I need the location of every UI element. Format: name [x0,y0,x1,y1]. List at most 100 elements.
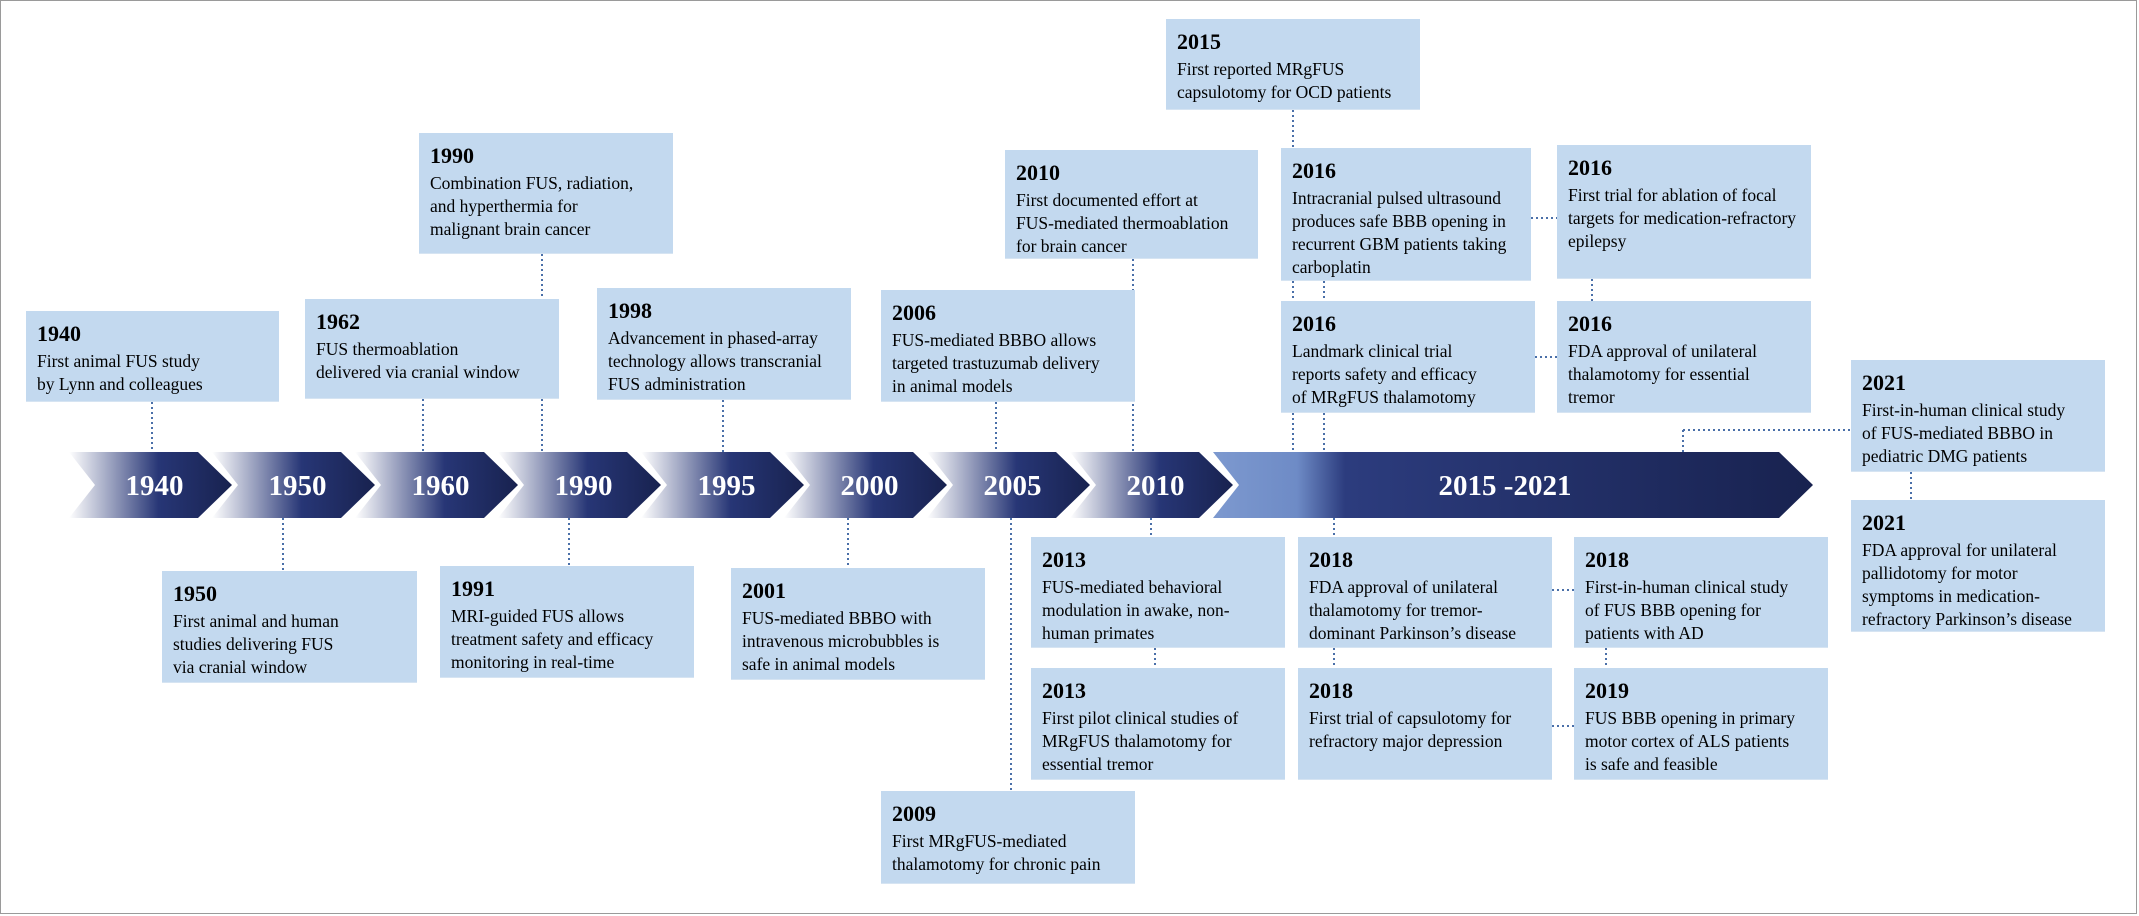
event-text-line: First trial for ablation of focal [1568,185,1777,205]
event-text-line: symptoms in medication- [1862,586,2040,606]
event-text-line: thalamotomy for tremor- [1309,600,1483,620]
event-text-line: First animal FUS study [37,351,200,371]
connector-lines [151,110,1912,791]
event-text-line: FUS-mediated thermoablation [1016,213,1229,233]
event-text-line: refractory Parkinson’s disease [1862,609,2072,629]
event-year: 2001 [742,578,786,603]
event-text-line: FDA approval of unilateral [1568,341,1758,361]
segment-label: 1960 [412,470,470,502]
timeline-segment-3 [355,452,518,518]
event-text-line: produces safe BBB opening in [1292,211,1506,231]
timeline-segment-1 [69,452,232,518]
event-text-line: treatment safety and efficacy [451,629,654,649]
event-year: 2015 [1177,29,1221,54]
event-text-line: via cranial window [173,657,308,677]
segment-label: 1940 [126,470,184,502]
event-year: 2018 [1309,547,1353,572]
event-text-line: thalamotomy for chronic pain [892,854,1101,874]
event-text-line: FUS-mediated BBBO with [742,608,932,628]
event-text-line: First trial of capsulotomy for [1309,708,1512,728]
event-year: 2013 [1042,547,1086,572]
event-year: 2006 [892,300,936,325]
event-year: 2016 [1292,311,1336,336]
event-text-line: technology allows transcranial [608,351,822,371]
event-year: 2021 [1862,370,1906,395]
event-text-line: capsulotomy for OCD patients [1177,82,1392,102]
event-text-line: FUS administration [608,374,746,394]
timeline-segment-6 [784,452,947,518]
event-text-line: thalamotomy for essential [1568,364,1750,384]
event-text-line: recurrent GBM patients taking [1292,234,1507,254]
event-text-line: Landmark clinical trial [1292,341,1453,361]
event-text-line: and hyperthermia for [430,196,578,216]
event-year: 1940 [37,321,81,346]
event-text-line: refractory major depression [1309,731,1503,751]
event-year: 1998 [608,298,652,323]
event-text-line: of FUS BBB opening for [1585,600,1761,620]
timeline-segment-2 [212,452,375,518]
event-text-line: intravenous microbubbles is [742,631,940,651]
event-text-line: malignant brain cancer [430,219,591,239]
segment-label: 1995 [698,470,756,502]
timeline-segment-7 [927,452,1090,518]
event-text-line: First-in-human clinical study [1862,400,2066,420]
timeline-segment-9 [1213,452,1813,518]
event-text-line: pediatric DMG patients [1862,446,2028,466]
event-text-line: of MRgFUS thalamotomy [1292,387,1476,407]
event-text-line: First-in-human clinical study [1585,577,1789,597]
segment-label: 2010 [1127,470,1185,502]
event-year: 2018 [1309,678,1353,703]
event-text-line: of FUS-mediated BBBO in [1862,423,2054,443]
event-year: 2021 [1862,510,1906,535]
event-text-line: FUS-mediated BBBO allows [892,330,1097,350]
event-year: 2019 [1585,678,1629,703]
event-text-line: First documented effort at [1016,190,1198,210]
event-year: 1950 [173,581,217,606]
event-text-line: reports safety and efficacy [1292,364,1477,384]
event-year: 2009 [892,801,936,826]
segment-label: 2005 [984,470,1042,502]
event-text-line: human primates [1042,623,1155,643]
event-year: 2010 [1016,160,1060,185]
event-year: 2016 [1568,155,1612,180]
event-text-line: FDA approval for unilateral [1862,540,2057,560]
timeline-segment-5 [641,452,804,518]
event-text-line: carboplatin [1292,257,1371,277]
event-text-line: in animal models [892,376,1013,396]
event-text-line: First reported MRgFUS [1177,59,1345,79]
segment-label: 1990 [555,470,613,502]
segment-label: 2015 -2021 [1439,470,1572,502]
event-text-line: for brain cancer [1016,236,1127,256]
event-text-line: MRgFUS thalamotomy for [1042,731,1232,751]
event-text-line: tremor [1568,387,1615,407]
event-year: 2016 [1568,311,1612,336]
event-text-line: First animal and human [173,611,339,631]
event-text-line: targets for medication-refractory [1568,208,1797,228]
event-text-line: safe in animal models [742,654,896,674]
event-text-line: targeted trastuzumab delivery [892,353,1100,373]
event-year: 1990 [430,143,474,168]
event-year: 1991 [451,576,495,601]
timeline-segment-8 [1070,452,1233,518]
event-text-line: FDA approval of unilateral [1309,577,1499,597]
event-year: 2016 [1292,158,1336,183]
